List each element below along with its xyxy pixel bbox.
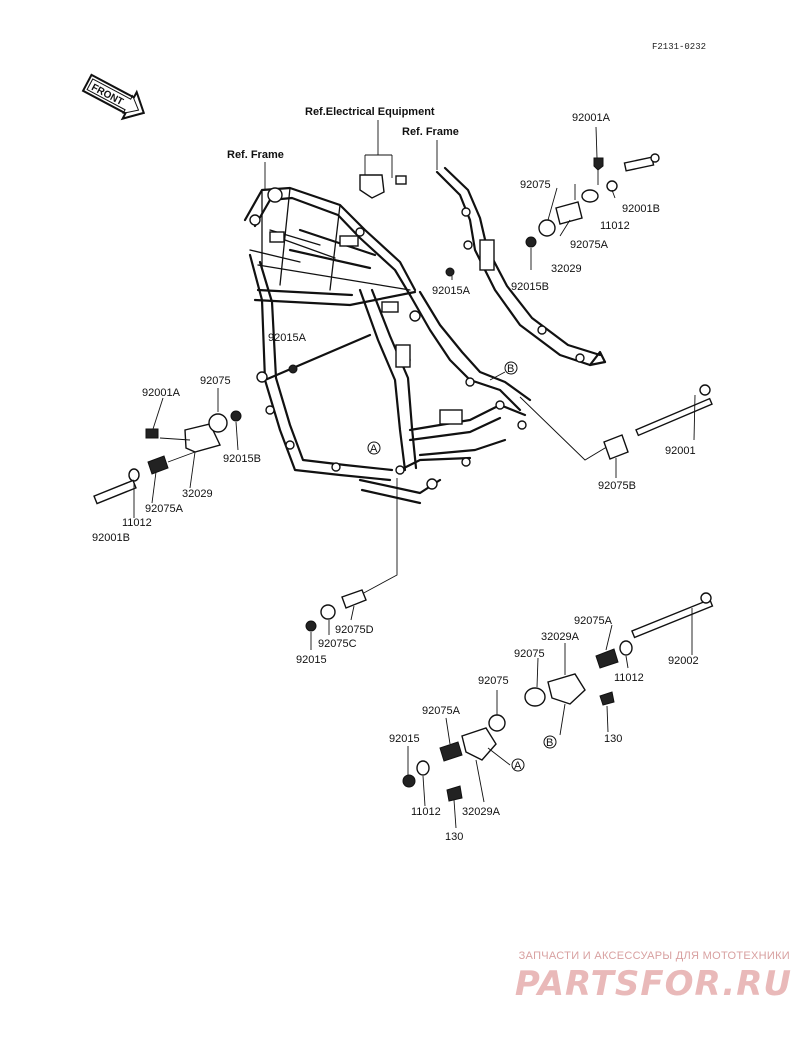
leader-92075B — [519, 396, 611, 461]
label-92001B-tr: 92001B — [622, 203, 660, 215]
label-92001A-tr: 92001A — [572, 112, 611, 124]
label-32029A-bl: 32029A — [462, 806, 501, 818]
label-92075-bl: 92075 — [478, 675, 509, 687]
main-frame — [243, 186, 532, 505]
ref-electrical-equipment: Ref.Electrical Equipment — [305, 106, 435, 118]
callout-b-frame: B — [489, 361, 518, 381]
bottom-right-mount: B — [524, 592, 714, 749]
label-92015B-tr: 92015B — [511, 281, 549, 293]
label-92075-l: 92075 — [200, 375, 231, 387]
label-130-br: 130 — [604, 733, 622, 745]
label-92075C: 92075C — [318, 638, 357, 650]
right-long-bolt — [603, 384, 713, 460]
ref-leaders — [264, 120, 438, 190]
label-11012-br: 11012 — [614, 672, 644, 684]
electrical-bracket — [359, 174, 407, 199]
nut-92015A-mid — [288, 364, 298, 374]
callout-a-mount-label: A — [514, 760, 522, 772]
label-92075A-l: 92075A — [145, 503, 184, 515]
label-11012-tr: 11012 — [600, 220, 630, 232]
label-92075A-bl: 92075A — [422, 705, 461, 717]
nut-92015A-right — [445, 267, 455, 277]
label-92015A-mid: 92015A — [268, 332, 307, 344]
label-92001-r: 92001 — [665, 445, 696, 457]
ref-frame-left: Ref. Frame — [227, 149, 284, 161]
label-130-bl: 130 — [445, 831, 463, 843]
ref-frame-right: Ref. Frame — [402, 126, 459, 138]
label-leaders — [133, 126, 696, 829]
label-92002-br: 92002 — [668, 655, 699, 667]
svg-text:B: B — [507, 363, 514, 375]
label-92075B-r: 92075B — [598, 480, 636, 492]
label-11012-l: 11012 — [122, 517, 152, 529]
label-92001B-l: 92001B — [92, 532, 130, 544]
rear-subframe — [435, 166, 607, 367]
label-92015-bottom: 92015 — [296, 654, 327, 666]
label-92075-tr: 92075 — [520, 179, 551, 191]
watermark-tagline: ЗАПЧАСТИ И АКСЕССУАРЫ ДЛЯ МОТОТЕХНИКИ — [518, 950, 790, 962]
svg-text:A: A — [370, 443, 378, 455]
bottom-left-mount: A — [402, 714, 525, 802]
leader-bottom-mount — [359, 478, 398, 596]
label-92075-br: 92075 — [514, 648, 545, 660]
callout-a-frame: A — [367, 441, 381, 455]
top-right-mount — [525, 153, 660, 248]
diagram-code: F2131-0232 — [652, 42, 706, 52]
bottom-mount — [305, 589, 367, 632]
callout-b-mount-label: B — [546, 737, 553, 749]
label-92015B-l: 92015B — [223, 453, 261, 465]
label-32029-tr: 32029 — [551, 263, 582, 275]
label-92001A-l: 92001A — [142, 387, 181, 399]
label-92075A-tr: 92075A — [570, 239, 609, 251]
label-11012-bl: 11012 — [411, 806, 441, 818]
label-92075A-br: 92075A — [574, 615, 613, 627]
callout-a-mount — [511, 758, 525, 772]
callout-b-mount — [543, 735, 557, 749]
front-arrow-icon: FRONT — [81, 73, 146, 121]
label-92015-bl: 92015 — [389, 733, 420, 745]
part-labels: 92001A 92075 92001B 11012 92075A 32029 9… — [92, 112, 699, 843]
label-32029-l: 32029 — [182, 488, 213, 500]
label-92015A-top: 92015A — [432, 285, 471, 297]
left-mount — [93, 410, 242, 505]
label-92075D: 92075D — [335, 624, 374, 636]
label-32029A-br: 32029A — [541, 631, 580, 643]
watermark-brand-logo: PARTSFOR.RU — [514, 964, 792, 1004]
